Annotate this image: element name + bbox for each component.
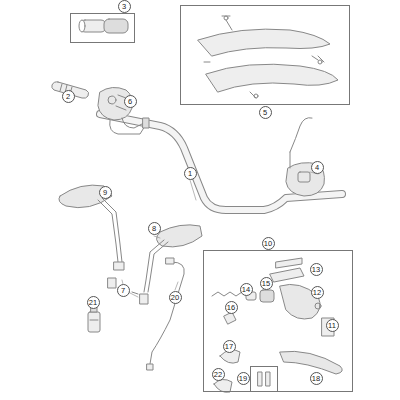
fluid-bottle — [88, 312, 100, 332]
callout-number: 5 — [259, 106, 272, 119]
callout-number: 13 — [310, 263, 323, 276]
handguards — [318, 60, 322, 64]
callout-number: 14 — [240, 283, 253, 296]
mirror — [156, 225, 202, 247]
clutch-assembly — [214, 379, 232, 392]
callout-number: 20 — [169, 291, 182, 304]
callout-number: 10 — [262, 237, 275, 250]
fluid-bottle — [90, 320, 98, 321]
fluid-bottle — [88, 306, 100, 332]
right-switch — [290, 118, 312, 152]
mirror — [98, 200, 118, 262]
left-switch — [108, 96, 116, 104]
callout-number: 9 — [99, 186, 112, 199]
mirror — [59, 185, 124, 270]
mirror-adapter — [108, 278, 116, 288]
clutch-assembly — [224, 312, 236, 324]
handguards — [204, 16, 324, 98]
right-switch — [298, 172, 310, 182]
clutch-assembly — [212, 258, 342, 392]
grip-set — [80, 20, 106, 32]
callout-number: 18 — [310, 372, 323, 385]
callout-number: 16 — [225, 301, 238, 314]
callout-number: 3 — [118, 0, 131, 13]
callout-number: 11 — [326, 319, 339, 332]
clutch-assembly — [276, 258, 302, 268]
clutch-assembly — [212, 292, 242, 296]
grip-set — [104, 19, 128, 33]
handguards — [198, 29, 330, 56]
left-switch — [122, 118, 146, 128]
mirror — [144, 225, 202, 292]
callout-number: 12 — [311, 286, 324, 299]
mirror-adapter — [108, 278, 148, 304]
callout-number: 19 — [237, 372, 250, 385]
callout-number: 21 — [87, 296, 100, 309]
left-switch — [143, 118, 149, 128]
callout-number: 17 — [223, 340, 236, 353]
leader-lines — [190, 180, 196, 200]
callout-number: 1 — [184, 167, 197, 180]
right-switch — [286, 118, 324, 196]
clutch-cable — [150, 262, 184, 364]
mirror — [102, 198, 122, 262]
callout-number: 7 — [117, 284, 130, 297]
clutch-cable — [147, 258, 184, 370]
group-box: 3 — [70, 13, 135, 43]
handguards — [206, 64, 338, 92]
handguards — [254, 94, 258, 98]
clutch-assembly — [260, 290, 274, 302]
leader-lines — [70, 90, 318, 297]
callout-number: 2 — [62, 90, 75, 103]
clutch-assembly — [258, 372, 262, 386]
handlebar — [100, 114, 342, 210]
grip-set — [79, 19, 128, 33]
parts-illustration — [52, 16, 343, 392]
clutch-assembly — [270, 268, 304, 282]
subgroup-box: 19 — [250, 366, 278, 392]
leader-lines — [175, 282, 178, 290]
callout-number: 4 — [311, 161, 324, 174]
handlebar — [100, 114, 342, 210]
callout-number: 8 — [148, 222, 161, 235]
clutch-cable — [166, 258, 174, 264]
callout-number: 15 — [260, 277, 273, 290]
left-switch — [98, 87, 149, 134]
callout-number: 6 — [124, 95, 137, 108]
handguards — [224, 16, 228, 20]
mirror-adapter — [140, 294, 148, 304]
clutch-assembly — [315, 303, 321, 309]
clutch-cable — [147, 364, 153, 370]
clutch-assembly — [266, 372, 270, 386]
mirror — [114, 262, 124, 270]
group-box: 5 — [180, 5, 350, 105]
handlebar — [100, 114, 342, 210]
leader-lines — [154, 236, 160, 238]
mirror — [148, 242, 168, 292]
clutch-assembly — [280, 351, 342, 374]
handguards — [198, 16, 338, 98]
mirror — [59, 185, 112, 208]
grip-set — [79, 20, 85, 32]
callout-number: 22 — [212, 368, 225, 381]
right-switch — [290, 152, 291, 168]
